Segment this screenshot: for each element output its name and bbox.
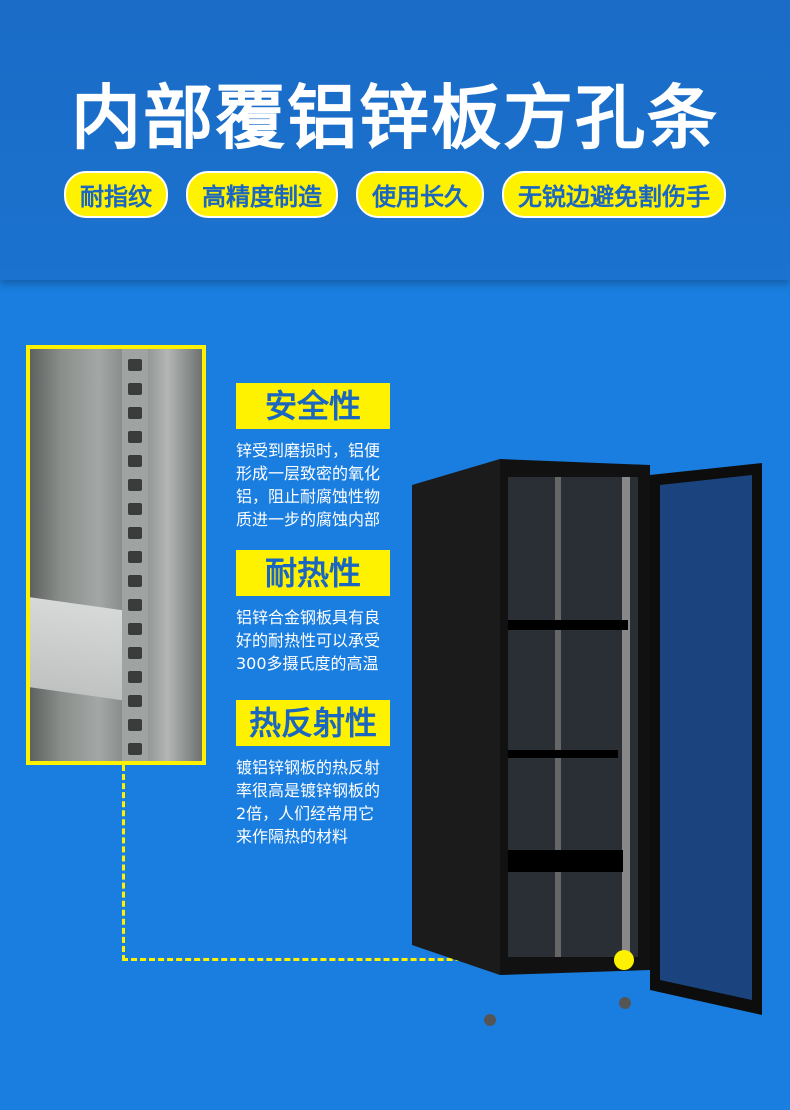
- rail-hole: [128, 719, 142, 731]
- caster-wheel: [619, 997, 631, 1009]
- feature-tags: 耐指纹 高精度制造 使用长久 无锐边避免割伤手: [0, 171, 790, 218]
- rail-hole: [128, 383, 142, 395]
- rail-hole: [128, 527, 142, 539]
- rail-hole: [128, 671, 142, 683]
- tag-fingerprint: 耐指纹: [64, 171, 168, 218]
- caster-wheel: [484, 1014, 496, 1026]
- rail-hole: [128, 623, 142, 635]
- cabinet-side: [412, 459, 500, 975]
- tag-no-sharp-edge: 无锐边避免割伤手: [502, 171, 726, 218]
- feature-heat-reflection: 热反射性 镀铝锌钢板的热反射率很高是镀锌钢板的2倍，人们经常用它来作隔热的材料: [236, 700, 390, 848]
- door-mesh: [660, 475, 752, 1000]
- rail-hole: [128, 503, 142, 515]
- cabinet-shelf: [508, 750, 618, 758]
- highlight-dot: [614, 950, 634, 970]
- rail-closeup-photo: [26, 345, 206, 765]
- rail-hole: [128, 455, 142, 467]
- tag-durable: 使用长久: [356, 171, 484, 218]
- square-hole-rail: [122, 349, 148, 761]
- rail-hole: [128, 743, 142, 755]
- cabinet-interior: [508, 477, 638, 957]
- connector-line-horizontal: [122, 958, 624, 961]
- rail-hole: [128, 407, 142, 419]
- feature-heading: 安全性: [236, 383, 390, 429]
- rail-hole: [128, 647, 142, 659]
- rail-hole: [128, 479, 142, 491]
- feature-heading: 耐热性: [236, 550, 390, 596]
- rail-hole: [128, 431, 142, 443]
- tag-precision: 高精度制造: [186, 171, 338, 218]
- feature-text: 锌受到磨损时，铝便形成一层致密的氧化铝，阻止耐腐蚀性物质进一步的腐蚀内部: [236, 441, 381, 529]
- rail-hole: [128, 695, 142, 707]
- feature-heading: 热反射性: [236, 700, 390, 746]
- page-title: 内部覆铝锌板方孔条: [71, 77, 719, 159]
- shelf-closeup: [30, 597, 126, 701]
- feature-text: 镀铝锌钢板的热反射率很高是镀锌钢板的2倍，人们经常用它来作隔热的材料: [236, 758, 381, 846]
- rail-hole: [128, 575, 142, 587]
- rail-hole: [128, 359, 142, 371]
- connector-line-vertical: [122, 765, 125, 961]
- feature-heat-resistance: 耐热性 铝锌合金钢板具有良好的耐热性可以承受300多摄氏度的高温: [236, 550, 390, 675]
- cabinet-rail: [555, 477, 561, 957]
- feature-text: 铝锌合金钢板具有良好的耐热性可以承受300多摄氏度的高温: [236, 608, 381, 673]
- header-banner: 内部覆铝锌板方孔条 耐指纹 高精度制造 使用长久 无锐边避免割伤手: [0, 0, 790, 280]
- server-cabinet-image: [412, 459, 762, 1026]
- cabinet-rail: [622, 477, 630, 957]
- feature-safety: 安全性 锌受到磨损时，铝便形成一层致密的氧化铝，阻止耐腐蚀性物质进一步的腐蚀内部: [236, 383, 390, 531]
- rail-hole: [128, 551, 142, 563]
- cabinet-shelf: [508, 620, 628, 630]
- cabinet-shelf: [508, 850, 623, 872]
- rail-hole: [128, 599, 142, 611]
